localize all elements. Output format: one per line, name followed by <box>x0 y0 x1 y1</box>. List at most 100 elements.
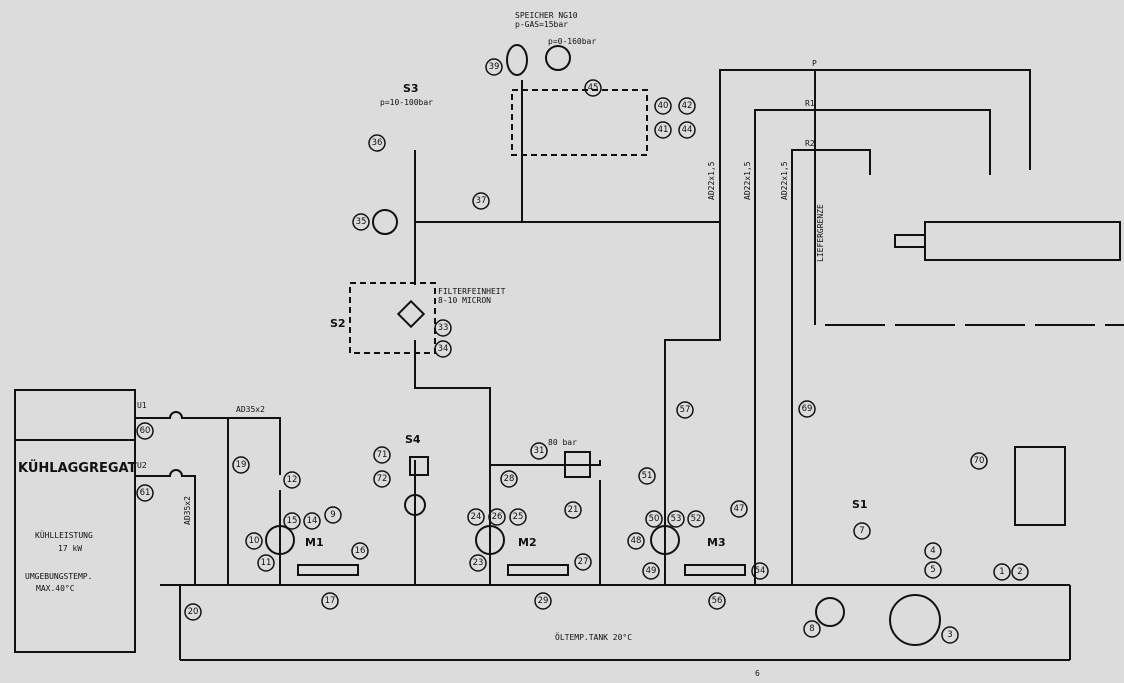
callout-51: 51 <box>638 467 656 485</box>
callout-40: 40 <box>654 97 672 115</box>
pipe-ad35-label-2: AD35x2 <box>183 496 192 525</box>
callout-number: 39 <box>489 62 500 72</box>
callout-9: 9 <box>324 506 342 524</box>
ground-label: 6 <box>755 669 760 678</box>
callout-number: 21 <box>568 505 579 515</box>
callout-number: 5 <box>930 565 935 575</box>
delivery-limit-label: LIEFERGRENZE <box>816 204 825 262</box>
callout-41: 41 <box>654 121 672 139</box>
pipe-label-3: AD22x1,5 <box>780 161 789 200</box>
callout-47: 47 <box>730 500 748 518</box>
callout-2: 2 <box>1011 563 1029 581</box>
switch-s4-label: S4 <box>405 433 421 446</box>
callout-number: 36 <box>372 138 383 148</box>
accumulator-group <box>511 89 648 156</box>
cooler-title: KÜHLAGGREGAT <box>18 460 137 476</box>
pump-m3-symbol <box>650 525 680 555</box>
callout-50: 50 <box>645 510 663 528</box>
callout-number: 69 <box>802 404 813 414</box>
switch-s1-label: S1 <box>852 498 868 511</box>
callout-number: 60 <box>140 426 151 436</box>
callout-number: 72 <box>377 474 388 484</box>
callout-number: 35 <box>356 217 367 227</box>
pump-m1-symbol <box>265 525 295 555</box>
callout-35: 35 <box>352 213 370 231</box>
callout-number: 54 <box>755 566 766 576</box>
callout-number: 51 <box>642 471 653 481</box>
callout-28: 28 <box>500 470 518 488</box>
callout-12: 12 <box>283 471 301 489</box>
motor-m1-label: M1 <box>305 536 324 549</box>
callout-11: 11 <box>257 554 275 572</box>
callout-49: 49 <box>642 562 660 580</box>
callout-53: 53 <box>667 510 685 528</box>
callout-20: 20 <box>184 603 202 621</box>
cooler-env-value: MAX.40°C <box>36 584 75 593</box>
callout-number: 61 <box>140 488 151 498</box>
callout-number: 31 <box>534 446 545 456</box>
callout-71: 71 <box>373 446 391 464</box>
motor-m3-label: M3 <box>707 536 726 549</box>
filter-micron-label: 8-10 MICRON <box>438 296 491 305</box>
relief-valve-label: 80 bar <box>548 438 577 447</box>
callout-number: 33 <box>438 323 449 333</box>
callout-19: 19 <box>232 456 250 474</box>
callout-44: 44 <box>678 121 696 139</box>
port-p-label: P <box>812 59 817 68</box>
u2-label: U2 <box>137 461 147 470</box>
callout-number: 28 <box>504 474 515 484</box>
callout-4: 4 <box>924 542 942 560</box>
callout-60: 60 <box>136 422 154 440</box>
callout-31: 31 <box>530 442 548 460</box>
callout-number: 9 <box>330 510 335 520</box>
callout-number: 44 <box>682 125 693 135</box>
callout-1: 1 <box>993 563 1011 581</box>
cooler-power-value: 17 kW <box>58 544 82 553</box>
callout-number: 48 <box>631 536 642 546</box>
callout-number: 2 <box>1017 567 1022 577</box>
callout-number: 37 <box>476 196 487 206</box>
callout-27: 27 <box>574 553 592 571</box>
callout-10: 10 <box>245 532 263 550</box>
callout-24: 24 <box>467 508 485 526</box>
callout-number: 42 <box>682 101 693 111</box>
callout-number: 15 <box>287 516 298 526</box>
callout-number: 40 <box>658 101 669 111</box>
cooler-unit-box <box>14 389 136 653</box>
callout-number: 29 <box>538 596 549 606</box>
callout-45: 45 <box>584 79 602 97</box>
callout-number: 19 <box>236 460 247 470</box>
callout-37: 37 <box>472 192 490 210</box>
callout-number: 53 <box>671 514 682 524</box>
callout-number: 17 <box>325 596 336 606</box>
callout-42: 42 <box>678 97 696 115</box>
callout-70: 70 <box>970 452 988 470</box>
callout-57: 57 <box>676 401 694 419</box>
pipe-label-1: AD22x1,5 <box>707 161 716 200</box>
hydraulic-cylinder <box>924 221 1121 261</box>
callout-5: 5 <box>924 561 942 579</box>
callout-69: 69 <box>798 400 816 418</box>
callout-17: 17 <box>321 592 339 610</box>
switch-s2-label: S2 <box>330 317 346 330</box>
switch-s3-label: S3 <box>403 82 419 95</box>
callout-number: 7 <box>859 526 864 536</box>
filter-label: FILTERFEINHEIT <box>438 287 506 296</box>
pipe-ad35-label-1: AD35x2 <box>236 405 265 414</box>
callout-number: 26 <box>492 512 503 522</box>
accumulator-label: SPEICHER NG10 <box>515 11 578 20</box>
callout-54: 54 <box>751 562 769 580</box>
callout-number: 45 <box>588 83 599 93</box>
callout-14: 14 <box>303 512 321 530</box>
pump-m2-symbol <box>475 525 505 555</box>
callout-72: 72 <box>373 470 391 488</box>
port-r1-label: R1 <box>805 99 815 108</box>
callout-number: 23 <box>473 558 484 568</box>
callout-26: 26 <box>488 508 506 526</box>
callout-33: 33 <box>434 319 452 337</box>
callout-number: 12 <box>287 475 298 485</box>
callout-number: 70 <box>974 456 985 466</box>
callout-48: 48 <box>627 532 645 550</box>
